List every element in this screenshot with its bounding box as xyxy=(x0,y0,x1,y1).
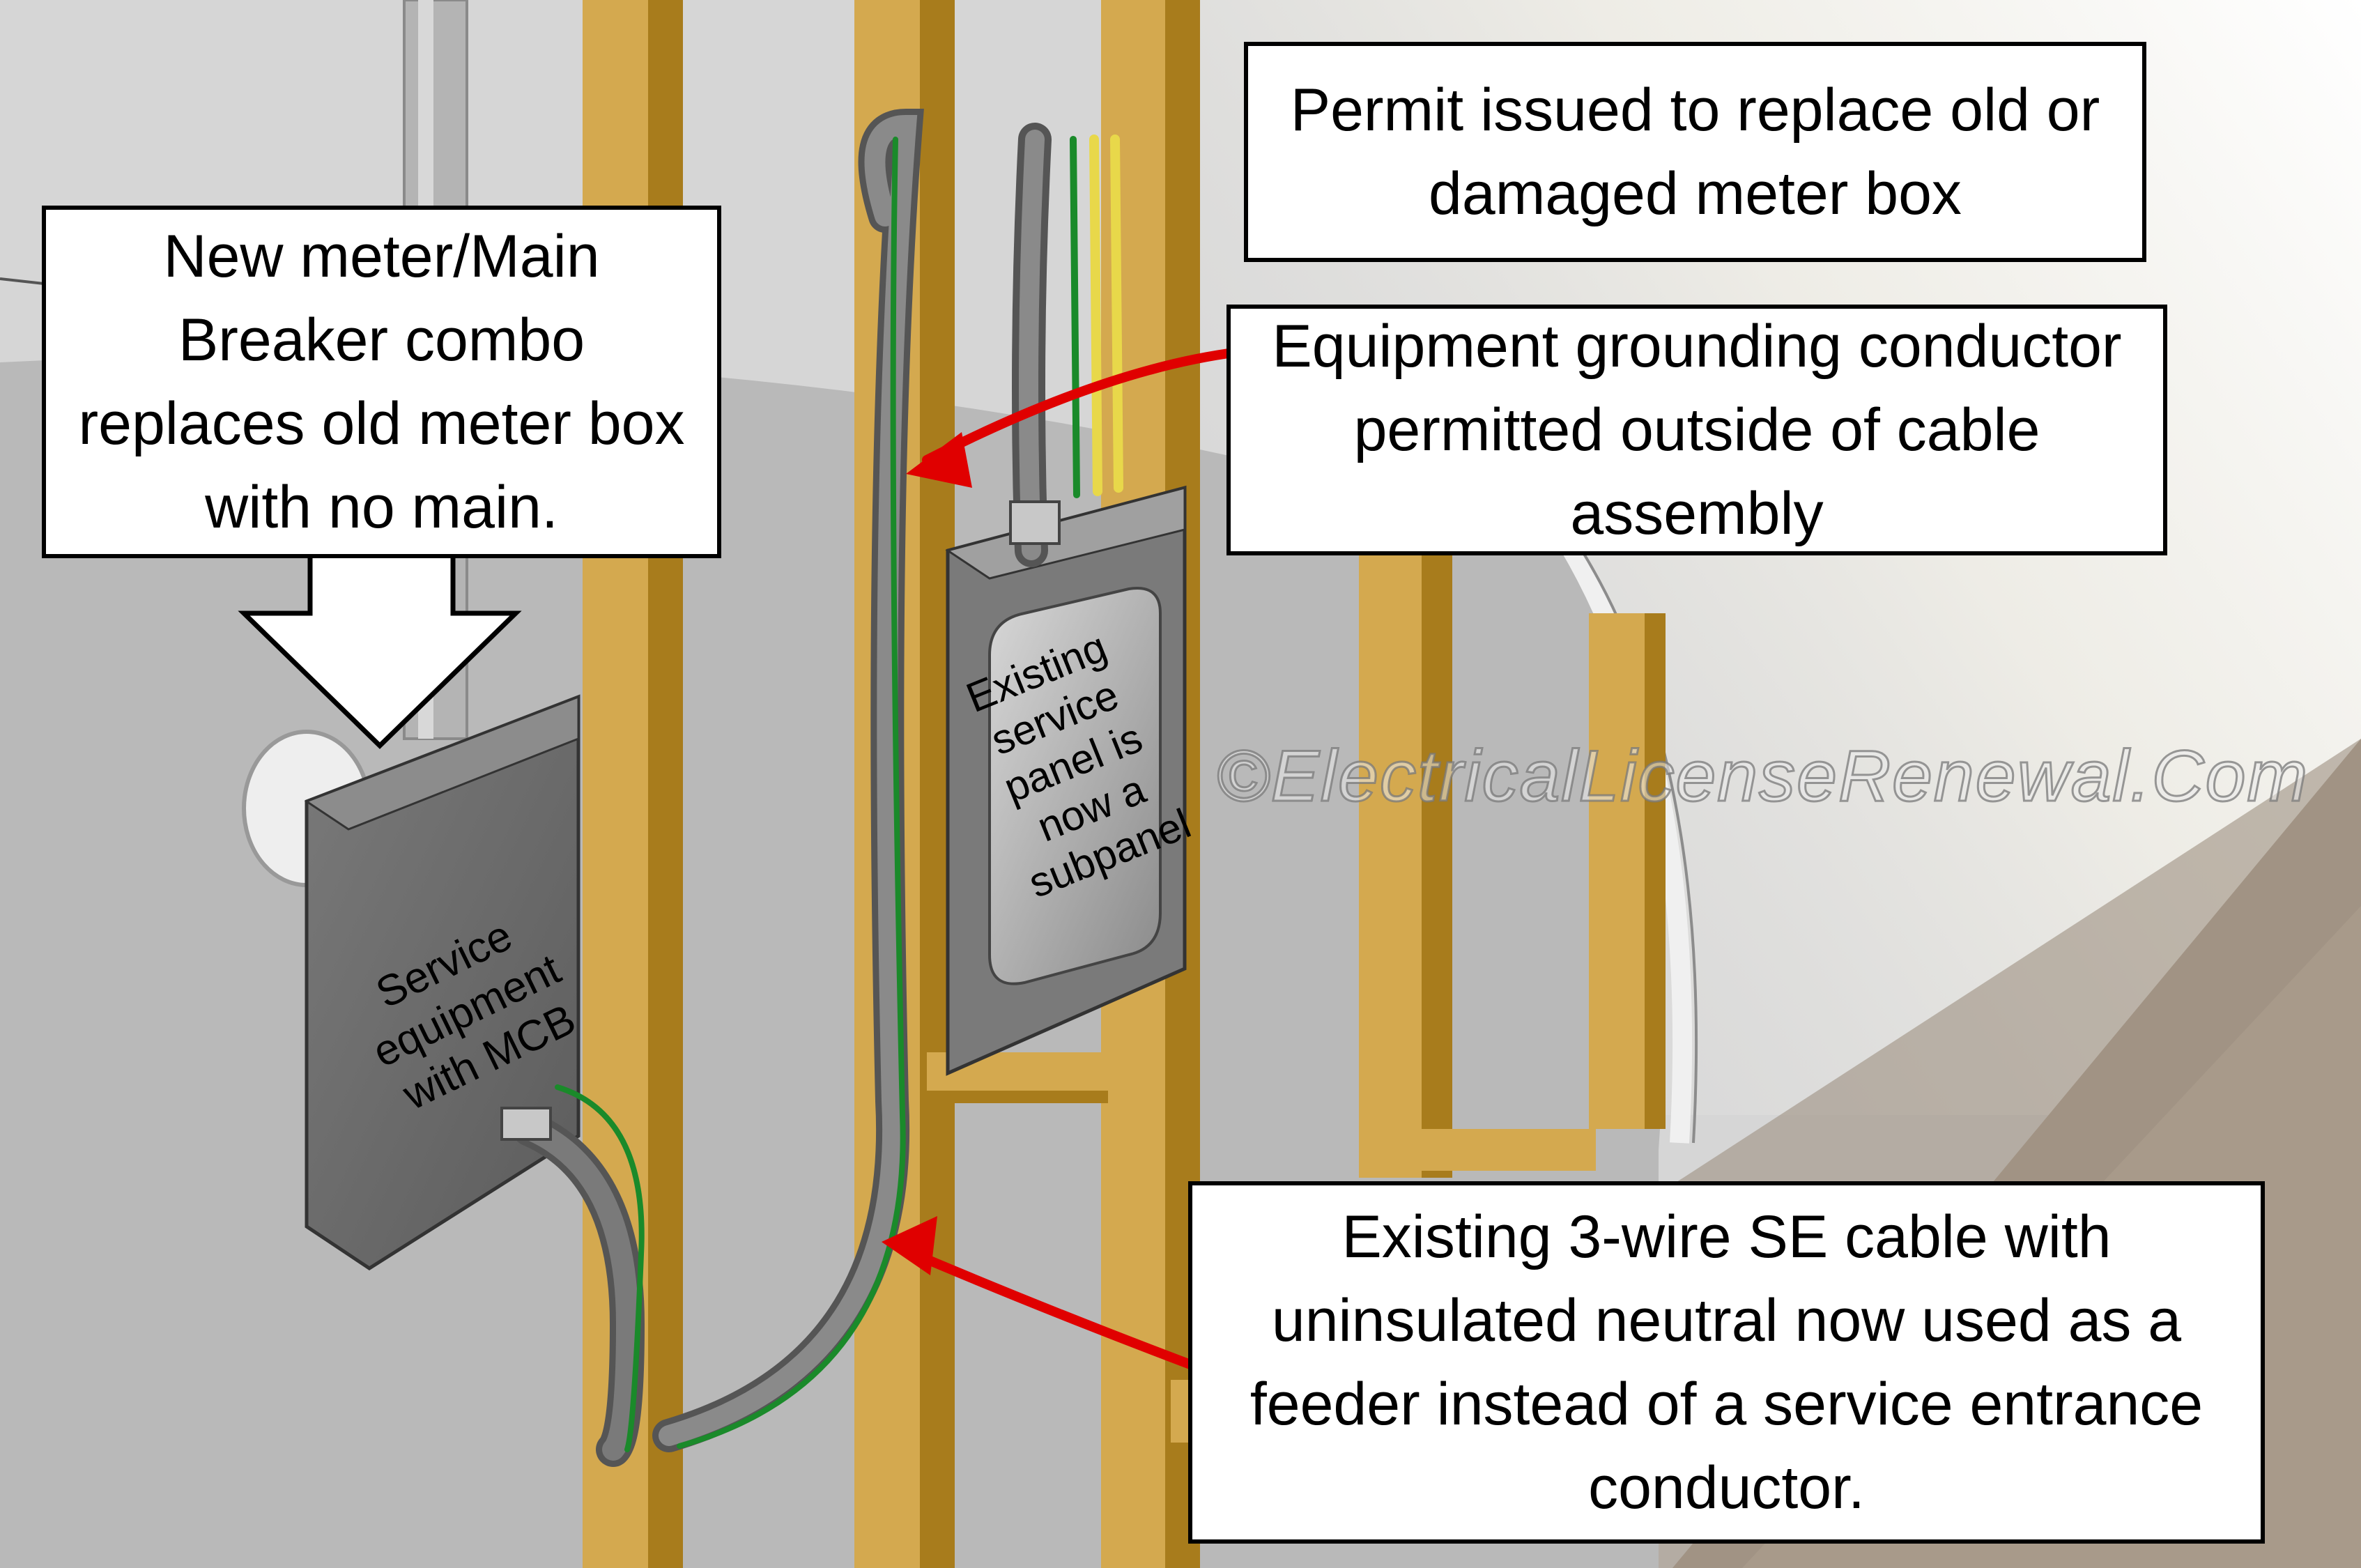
panel-cover xyxy=(988,587,1162,985)
cables xyxy=(512,108,1123,1467)
permit-text: Permit issued to replace old or damaged … xyxy=(1290,77,2100,227)
permit-callout: Permit issued to replace old or damaged … xyxy=(1244,42,2146,262)
grounding-callout: Equipment grounding conductor permitted … xyxy=(1226,305,2167,555)
watermark: ©ElectricalLicenseRenewal.Com xyxy=(1215,735,2309,818)
down-arrow xyxy=(238,548,522,749)
cable-connector-service xyxy=(500,1107,552,1141)
se-cable-callout: Existing 3-wire SE cable with uninsulate… xyxy=(1188,1181,2265,1544)
grounding-arrowhead xyxy=(906,432,972,488)
cable-arrowhead xyxy=(882,1216,937,1275)
se-cable-text: Existing 3-wire SE cable with uninsulate… xyxy=(1249,1204,2204,1521)
new-meter-text: New meter/Main Breaker combo replaces ol… xyxy=(78,223,685,541)
new-meter-callout: New meter/Main Breaker combo replaces ol… xyxy=(42,206,721,558)
grounding-text: Equipment grounding conductor permitted … xyxy=(1272,313,2122,547)
cable-connector-subpanel xyxy=(1009,500,1061,545)
